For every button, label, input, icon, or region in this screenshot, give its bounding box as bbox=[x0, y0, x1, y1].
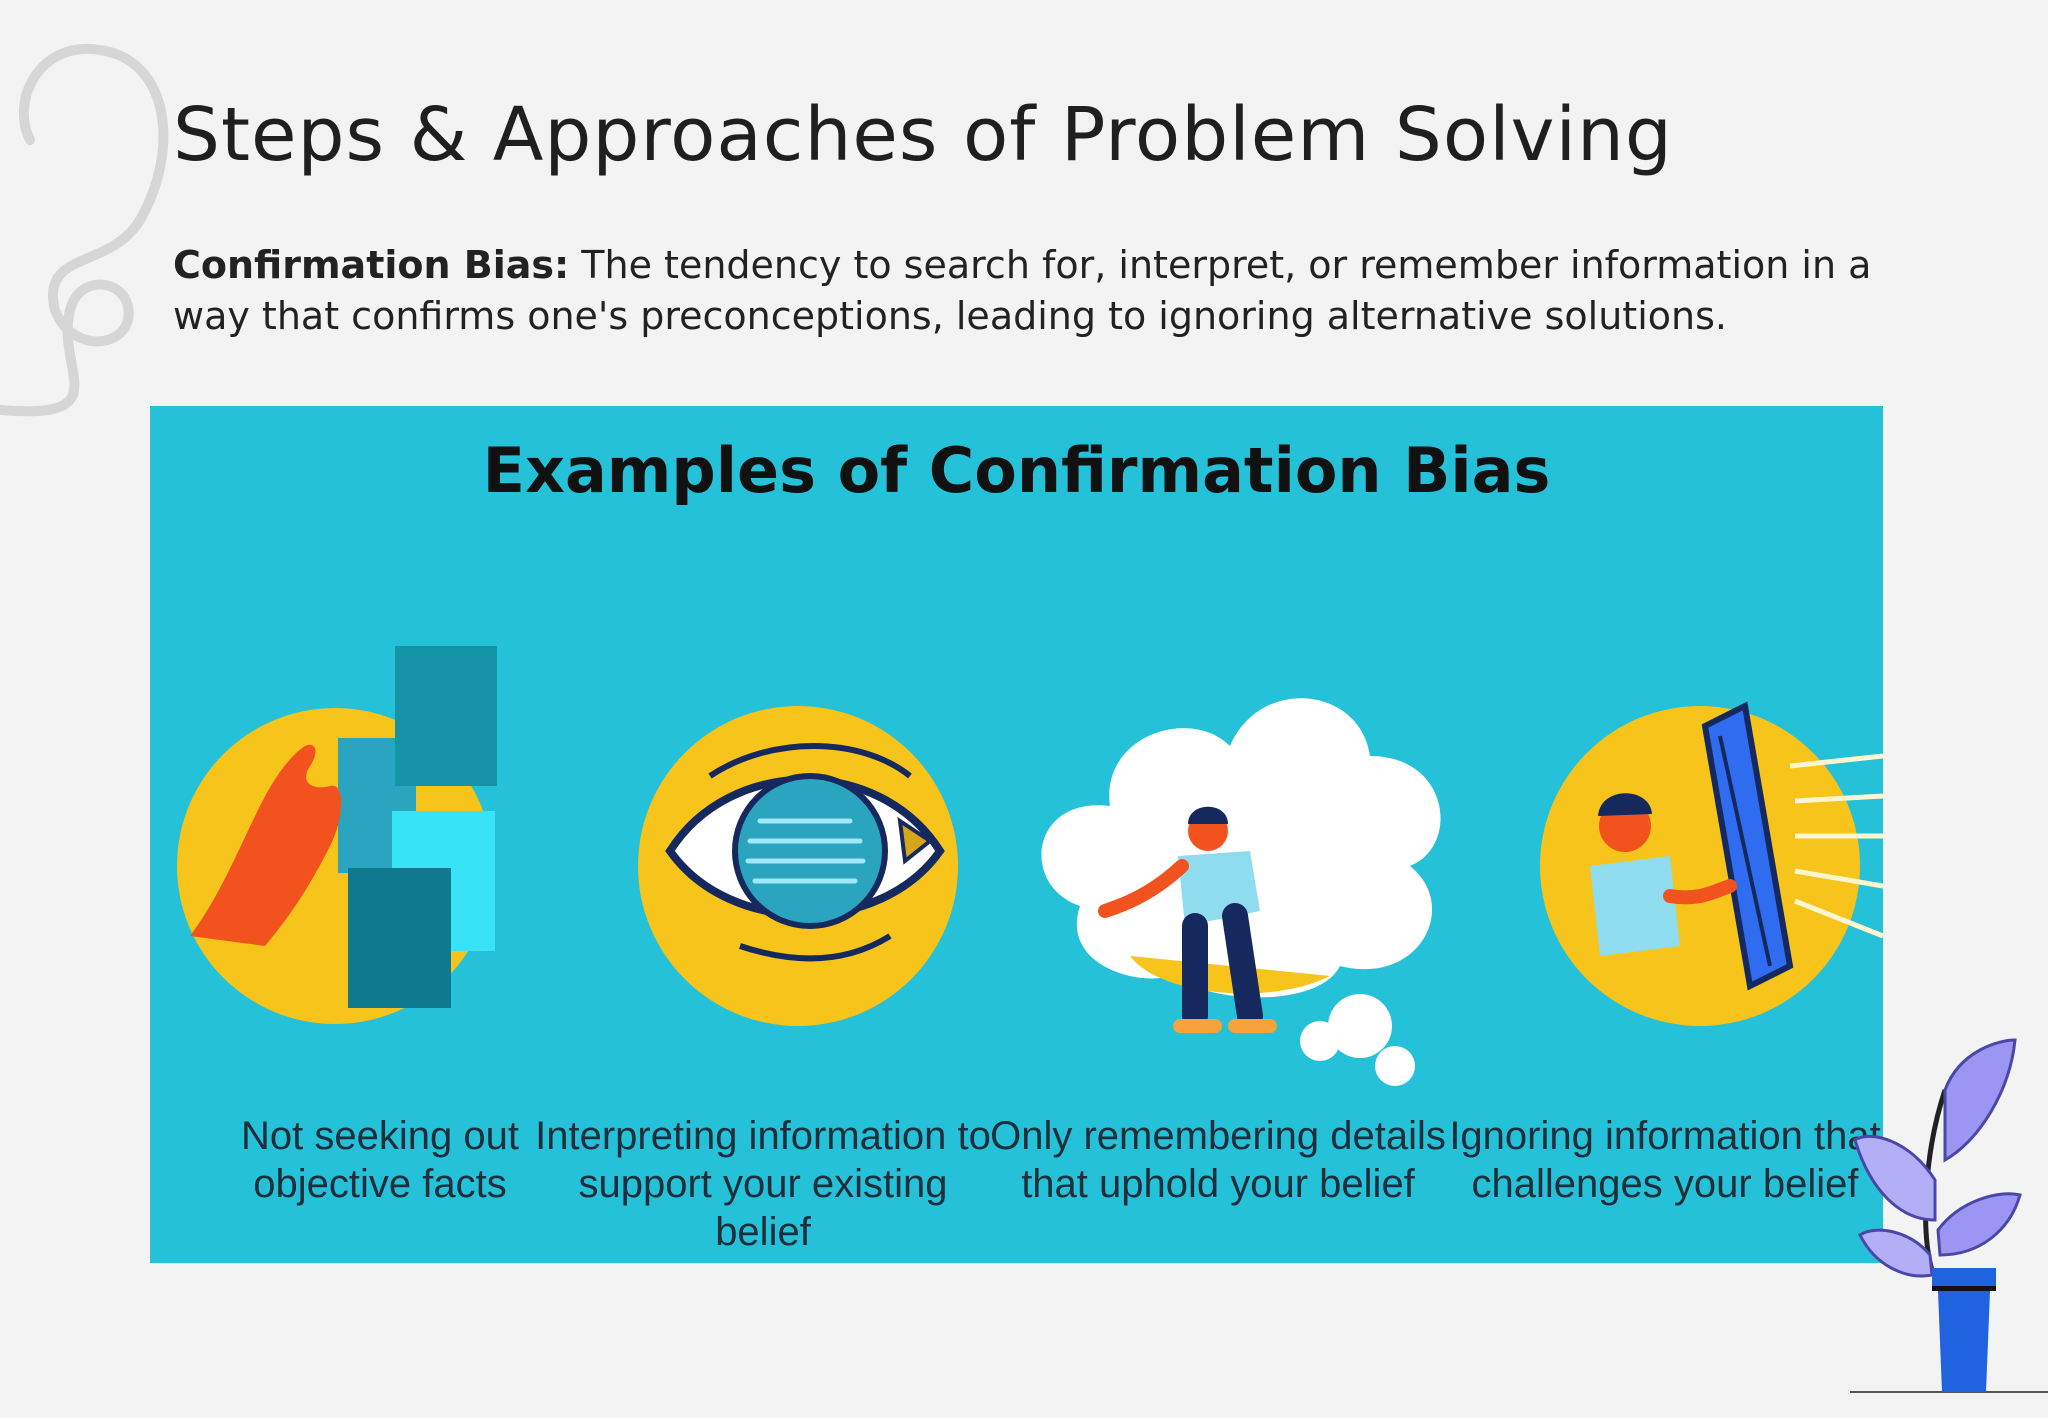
caption-line: Interpreting information to bbox=[535, 1114, 991, 1158]
shield-person-icon bbox=[1540, 701, 1883, 1026]
definition-text: The tendency to search for, interpret, o… bbox=[173, 243, 1872, 338]
decorative-swirl bbox=[0, 43, 169, 417]
page-title: Steps & Approaches of Problem Solving bbox=[173, 92, 1673, 178]
eye-icon bbox=[638, 706, 958, 1026]
caption-line: Ignoring information that bbox=[1449, 1114, 1881, 1158]
caption-only-remembering: Only remembering details that uphold you… bbox=[988, 1112, 1448, 1208]
caption-line: challenges your belief bbox=[1471, 1162, 1859, 1206]
caption-interpreting-information: Interpreting information to support your… bbox=[533, 1112, 993, 1256]
confirmation-bias-infographic: Examples of Confirmation Bias bbox=[150, 406, 1883, 1263]
caption-ignoring-information: Ignoring information that challenges you… bbox=[1435, 1112, 1883, 1208]
caption-line: objective facts bbox=[253, 1162, 507, 1206]
definition-paragraph: Confirmation Bias: The tendency to searc… bbox=[173, 240, 1893, 342]
caption-line: that uphold your belief bbox=[1021, 1162, 1415, 1206]
caption-line: support your existing belief bbox=[578, 1162, 948, 1254]
definition-term: Confirmation Bias: bbox=[173, 243, 570, 287]
caption-line: Only remembering details bbox=[990, 1114, 1446, 1158]
caption-line: Not seeking out bbox=[241, 1114, 519, 1158]
caption-not-seeking-facts: Not seeking out objective facts bbox=[150, 1112, 610, 1208]
potted-plant-icon bbox=[1850, 1038, 2048, 1393]
hand-with-blocks-icon bbox=[177, 646, 497, 1024]
thought-cloud-person-icon bbox=[1041, 698, 1441, 1086]
infographic-title: Examples of Confirmation Bias bbox=[482, 434, 1551, 507]
